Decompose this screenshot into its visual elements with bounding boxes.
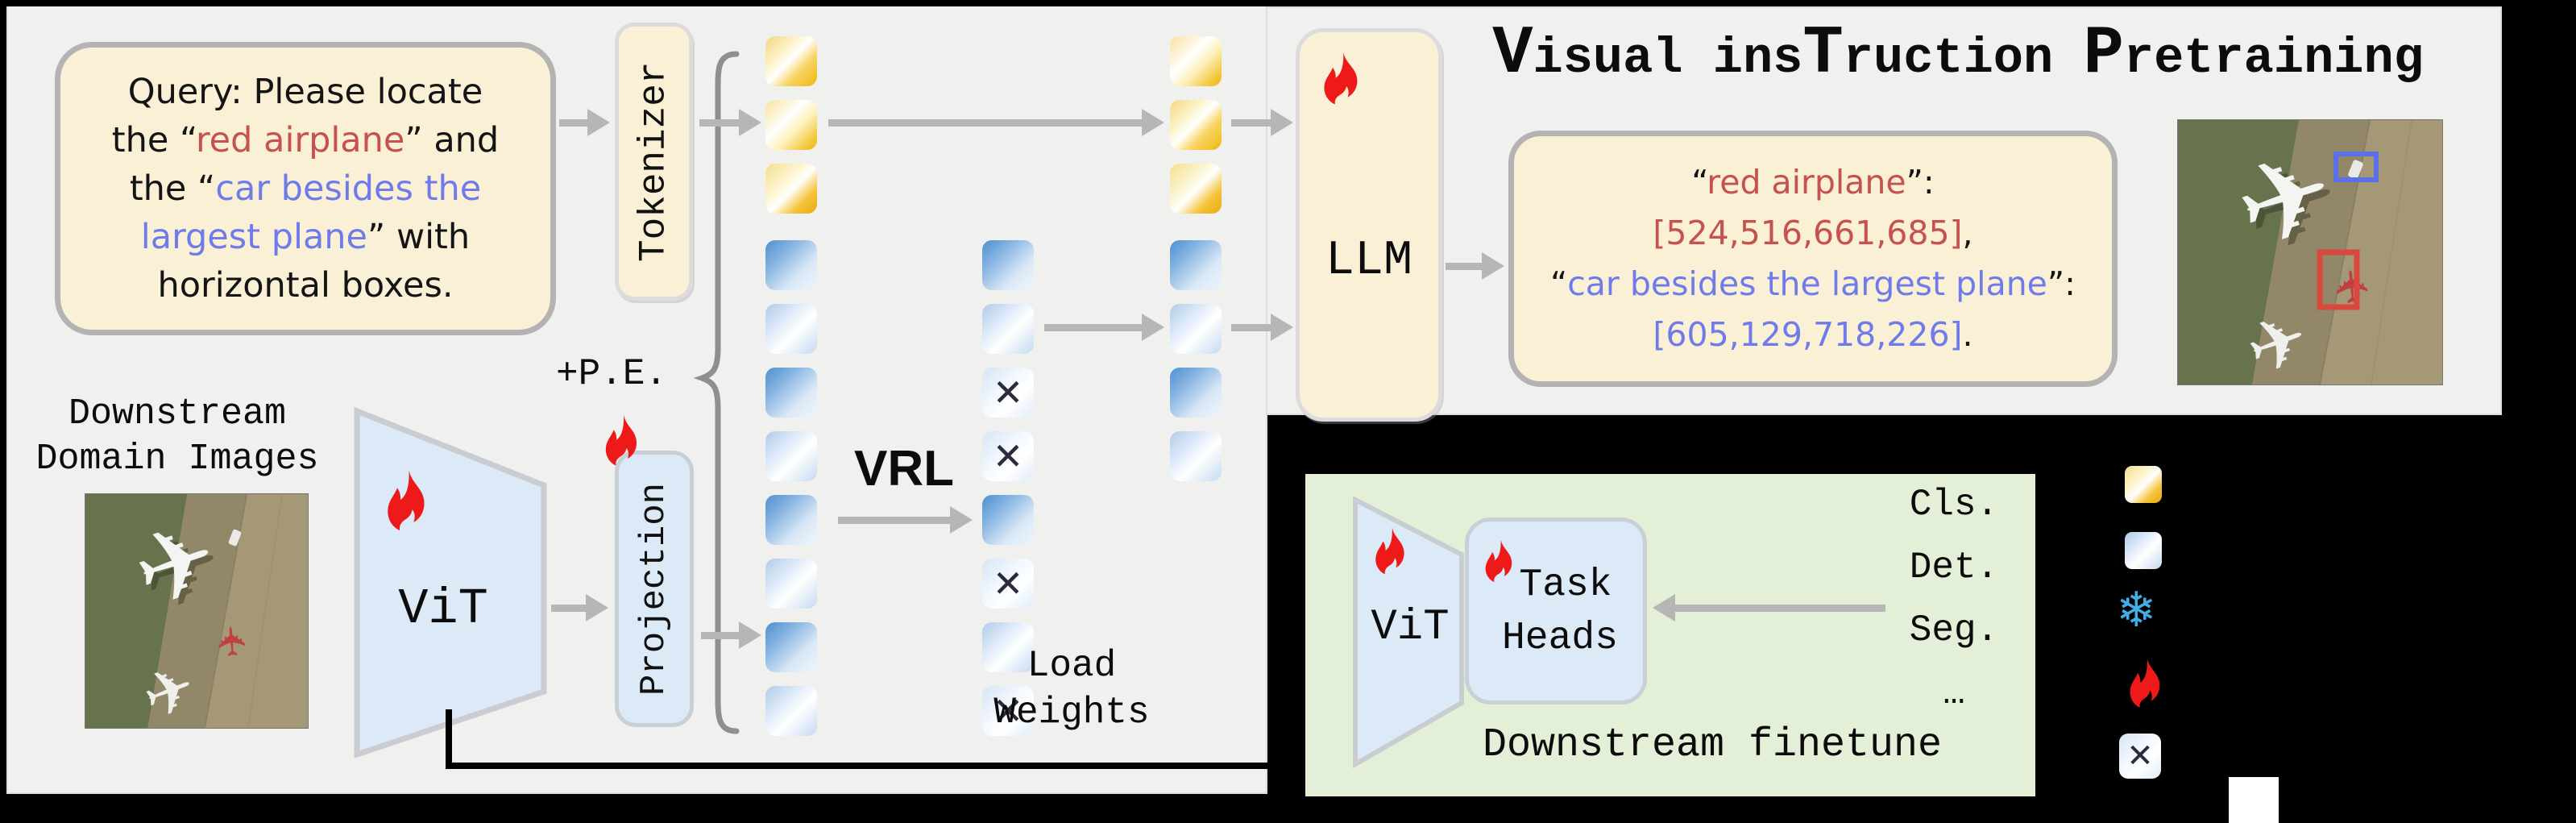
arrow-tokenizer-to-tokens bbox=[699, 109, 761, 136]
tokenizer-label: Tokenizer bbox=[633, 61, 675, 262]
dropped-token: ✕ bbox=[982, 559, 1034, 609]
visual-token bbox=[1170, 304, 1222, 354]
dropped-token: ✕ bbox=[982, 686, 1034, 736]
arrow-llm-to-output bbox=[1446, 252, 1504, 280]
vit-label: ViT bbox=[398, 580, 488, 638]
task-item: Cls. bbox=[1909, 484, 1999, 526]
text-token bbox=[1170, 164, 1222, 214]
projection-box: Projection bbox=[615, 451, 694, 727]
load-weights-label-1: Load bbox=[1027, 645, 1117, 687]
legend-dropped-token: ✕ bbox=[2119, 734, 2161, 779]
llm-box: LLM bbox=[1296, 28, 1442, 422]
load-weights-path-h bbox=[446, 763, 1511, 769]
downstream-finetune-caption: Downstream finetune bbox=[1482, 722, 1943, 768]
downstream-images-label-2: Domain Images bbox=[35, 439, 319, 480]
visual-token bbox=[1170, 368, 1222, 418]
downstream-domain-image: ✈✈✈✈ bbox=[85, 493, 309, 735]
bottom-white-notch bbox=[2229, 777, 2279, 823]
arrow-tokens-to-llm-top bbox=[1231, 109, 1293, 136]
fire-icon bbox=[380, 468, 432, 538]
arrow-texttokens-pass bbox=[828, 109, 1164, 136]
text-token bbox=[1170, 100, 1222, 150]
text-token bbox=[765, 164, 817, 214]
task-item: Det. bbox=[1909, 547, 1999, 588]
visual-token bbox=[982, 495, 1034, 545]
vrl-label: VRL bbox=[854, 441, 954, 497]
visual-token bbox=[765, 431, 817, 481]
downstream-images-label-1: Downstream bbox=[68, 393, 287, 434]
visual-token bbox=[765, 368, 817, 418]
output-text: “red airplane”:[524,516,661,685],“car be… bbox=[1550, 163, 2076, 354]
fire-icon bbox=[599, 413, 643, 472]
output-bubble: “red airplane”:[524,516,661,685],“car be… bbox=[1508, 131, 2118, 387]
arrow-vit-to-projection bbox=[551, 594, 608, 621]
arrow-visualtokens-pass bbox=[1044, 314, 1164, 341]
legend-visual-token bbox=[2125, 532, 2162, 569]
snowflake-icon: ❄ bbox=[2116, 582, 2157, 638]
visual-token bbox=[765, 622, 817, 672]
fire-icon bbox=[1480, 538, 1517, 588]
fire-icon bbox=[1317, 50, 1364, 111]
fire-icon bbox=[2124, 656, 2166, 714]
dropped-token: ✕ bbox=[982, 431, 1034, 481]
visual-token bbox=[765, 304, 817, 354]
svg-text:✈: ✈ bbox=[2325, 265, 2381, 307]
vrl-arrow bbox=[838, 506, 973, 534]
text-token bbox=[1170, 36, 1222, 86]
arrow-tasks-to-taskheads bbox=[1653, 594, 1885, 621]
tokenizer-box: Tokenizer bbox=[615, 23, 693, 301]
visual-token bbox=[765, 240, 817, 290]
visual-token bbox=[1170, 431, 1222, 481]
task-item: Seg. bbox=[1909, 609, 1999, 651]
remote-sensing-result-image: ✈✈✈✈ bbox=[2177, 119, 2443, 393]
visual-token bbox=[765, 686, 817, 736]
visual-token bbox=[982, 240, 1034, 290]
task-heads-label-2: Heads bbox=[1501, 617, 1619, 660]
projection-label: Projection bbox=[634, 482, 674, 696]
downstream-vit-label: ViT bbox=[1371, 603, 1450, 652]
visual-token bbox=[1170, 240, 1222, 290]
llm-label: LLM bbox=[1325, 234, 1413, 289]
figure-title: Visual insTruction Pretraining bbox=[1492, 16, 2424, 93]
pe-brace bbox=[693, 51, 740, 734]
fire-icon bbox=[1370, 526, 1410, 580]
visual-token bbox=[982, 622, 1034, 672]
dropped-token: ✕ bbox=[982, 368, 1034, 418]
pe-label: +P.E. bbox=[556, 353, 668, 395]
arrow-projection-to-tokens bbox=[701, 621, 761, 649]
svg-text:✈: ✈ bbox=[209, 622, 256, 659]
task-heads-label-1: Task bbox=[1519, 563, 1612, 607]
visual-token bbox=[765, 559, 817, 609]
text-token bbox=[765, 100, 817, 150]
legend-text-token bbox=[2125, 466, 2162, 503]
load-weights-label-2: Weights bbox=[993, 692, 1150, 734]
text-token bbox=[765, 36, 817, 86]
arrow-tokens-to-llm-bottom bbox=[1231, 314, 1293, 341]
visual-token bbox=[982, 304, 1034, 354]
task-item: … bbox=[1943, 672, 1965, 714]
arrow-query-to-tokenizer bbox=[559, 109, 610, 136]
visual-token bbox=[765, 495, 817, 545]
load-weights-path-v1 bbox=[446, 709, 452, 769]
task-heads-box: Task Heads bbox=[1465, 517, 1647, 705]
